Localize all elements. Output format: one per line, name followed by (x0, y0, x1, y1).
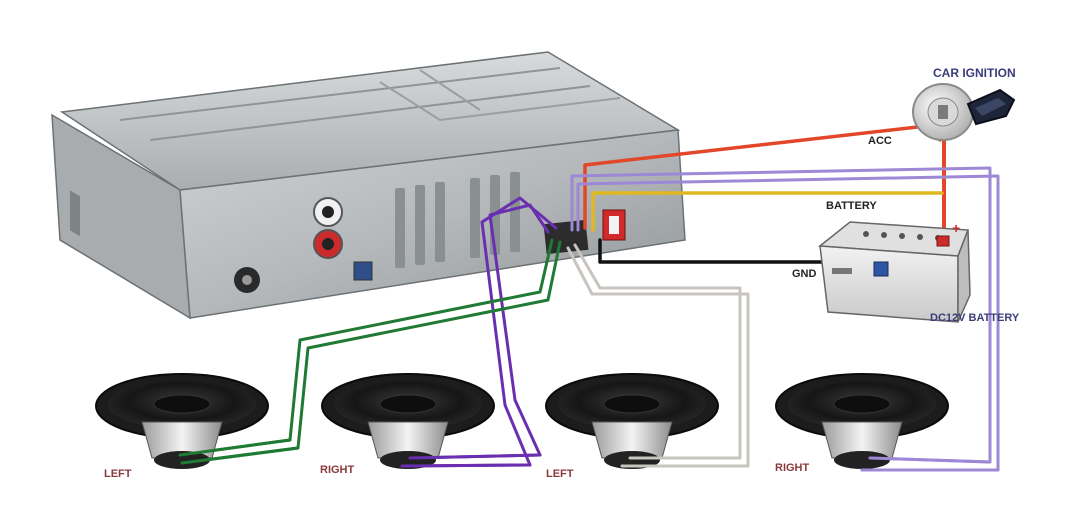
speaker-2 (321, 373, 495, 469)
speaker-terminals (178, 438, 1000, 472)
battery-wire (591, 191, 944, 232)
gnd-label: GND (792, 268, 817, 280)
speaker-4 (775, 373, 949, 469)
car-battery-icon (818, 221, 971, 323)
subwoofer-speaker-icon (775, 373, 949, 469)
subwoofer-speaker-icon (545, 373, 719, 469)
gnd-wire (598, 238, 872, 264)
subwoofer-speaker-icon (95, 373, 269, 469)
dc12v-battery-label: DC12V BATTERY (930, 312, 1020, 324)
speaker-1-label: LEFT (104, 468, 132, 480)
speaker-3 (545, 373, 719, 469)
speaker-1 (95, 373, 269, 469)
ignition-key-icon (912, 83, 1016, 141)
speaker-2-label: RIGHT (320, 464, 355, 476)
acc-label: ACC (868, 135, 892, 147)
speaker-4-label: RIGHT (775, 462, 810, 474)
battery-plus-label: + (952, 220, 960, 236)
battery-label: BATTERY (826, 200, 877, 212)
car-ignition-label: CAR IGNITION (933, 66, 1016, 80)
subwoofer-speaker-icon (321, 373, 495, 469)
speaker-3-label: LEFT (546, 468, 574, 480)
head-unit (51, 51, 686, 320)
